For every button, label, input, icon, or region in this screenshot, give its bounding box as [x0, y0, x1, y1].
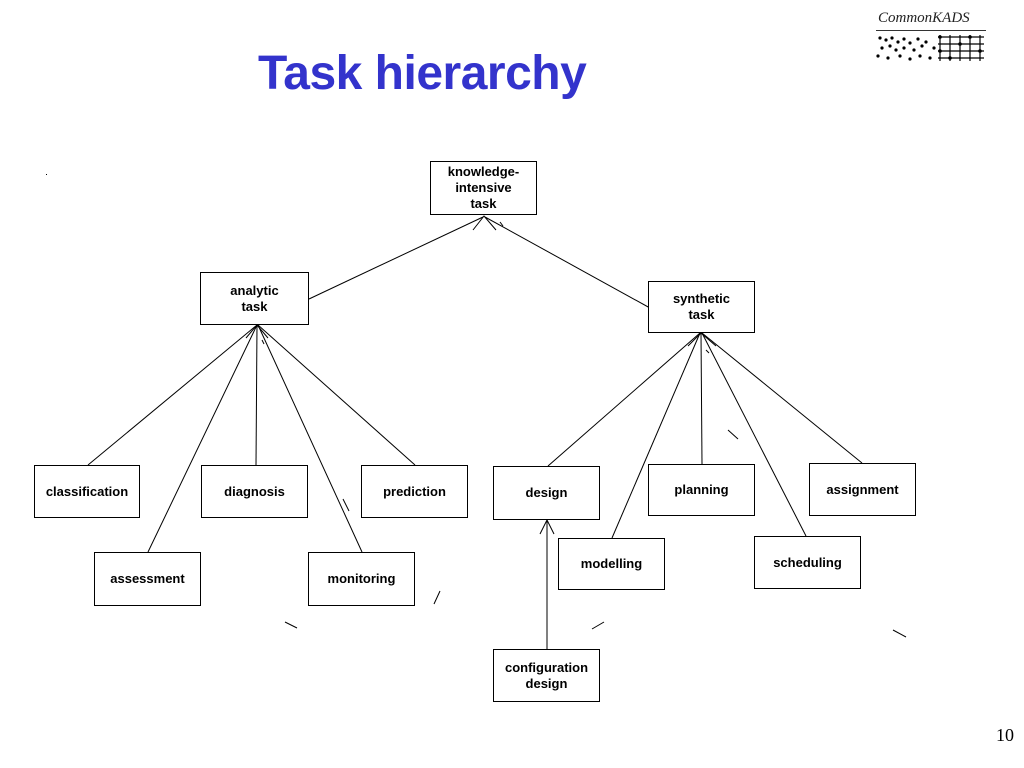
node-configuration-design: configuration design: [493, 649, 600, 702]
node-prediction: prediction: [361, 465, 468, 518]
commonkads-logo: CommonKADS: [874, 10, 988, 66]
edge-prediction-analytic: [257, 324, 416, 466]
node-monitoring: monitoring: [308, 552, 415, 606]
edge-modelling-synthetic: [611, 332, 701, 539]
node-design: design: [493, 466, 600, 520]
node-knowledge-intensive-task: knowledge- intensive task: [430, 161, 537, 215]
stray-mark: [46, 174, 47, 175]
edge-classification-analytic: [87, 324, 258, 466]
node-planning: planning: [648, 464, 755, 516]
node-diagnosis: diagnosis: [201, 465, 308, 518]
arrowhead-root: [472, 215, 497, 231]
edge-assessment-analytic: [147, 324, 258, 553]
edge-planning-synthetic: [700, 332, 703, 465]
node-assessment: assessment: [94, 552, 201, 606]
edge-diagnosis-analytic: [255, 324, 258, 466]
node-scheduling: scheduling: [754, 536, 861, 589]
page-title: Task hierarchy: [258, 47, 587, 100]
edge-assignment-synthetic: [701, 332, 863, 464]
logo-text: CommonKADS: [878, 10, 970, 26]
arrowhead-design: [539, 518, 555, 535]
node-analytic-task: analytic task: [200, 272, 309, 325]
logo-grid-icon: [876, 35, 984, 61]
arrowhead-synthetic: [687, 332, 717, 347]
edge-synthetic-root: [484, 216, 651, 309]
arrowhead-analytic: [245, 324, 269, 339]
edge-analytic-root: [308, 216, 484, 300]
node-classification: classification: [34, 465, 140, 518]
edge-monitoring-analytic: [257, 324, 363, 553]
node-assignment: assignment: [809, 463, 916, 516]
page-number: 10: [996, 725, 1014, 745]
edge-design-synthetic: [547, 332, 701, 467]
node-synthetic-task: synthetic task: [648, 281, 755, 333]
node-modelling: modelling: [558, 538, 665, 590]
edge-scheduling-synthetic: [701, 332, 807, 537]
logo-rule: [876, 30, 986, 31]
